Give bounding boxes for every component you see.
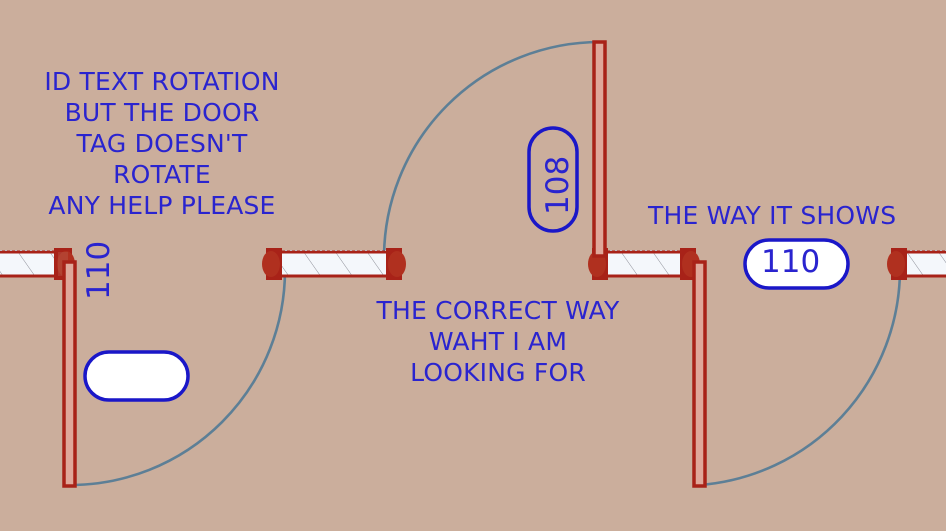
- door-swing-arcs: [68, 40, 902, 487]
- wall-segment-4: [887, 248, 946, 280]
- door-tag-108[interactable]: [527, 126, 579, 233]
- door-leaf-108: [592, 40, 607, 258]
- door-tag-number-108: 108: [540, 155, 576, 215]
- door-swing-arc-110-right: [698, 268, 902, 487]
- door-tag-number-110-right: 110: [761, 244, 821, 280]
- door-tag-number-110-left: 110: [81, 240, 117, 300]
- door-leaf-110-left: [62, 260, 77, 488]
- wall-segment-3: [588, 248, 700, 280]
- wall-segment-2: [262, 248, 406, 280]
- door-tag-110-right[interactable]: [743, 238, 850, 290]
- door-swing-arc-108: [382, 40, 602, 260]
- annotation-right: THE WAY IT SHOWS: [648, 201, 897, 230]
- door-swing-arc-110-left: [68, 268, 287, 487]
- annotation-left: ID TEXT ROTATION BUT THE DOOR TAG DOESN'…: [44, 67, 280, 220]
- door-leaf-110-right: [692, 260, 707, 488]
- door-leaves: [62, 40, 707, 488]
- annotation-middle: THE CORRECT WAY WAHT I AM LOOKING FOR: [376, 296, 620, 387]
- door-tag-110-left[interactable]: [83, 350, 190, 402]
